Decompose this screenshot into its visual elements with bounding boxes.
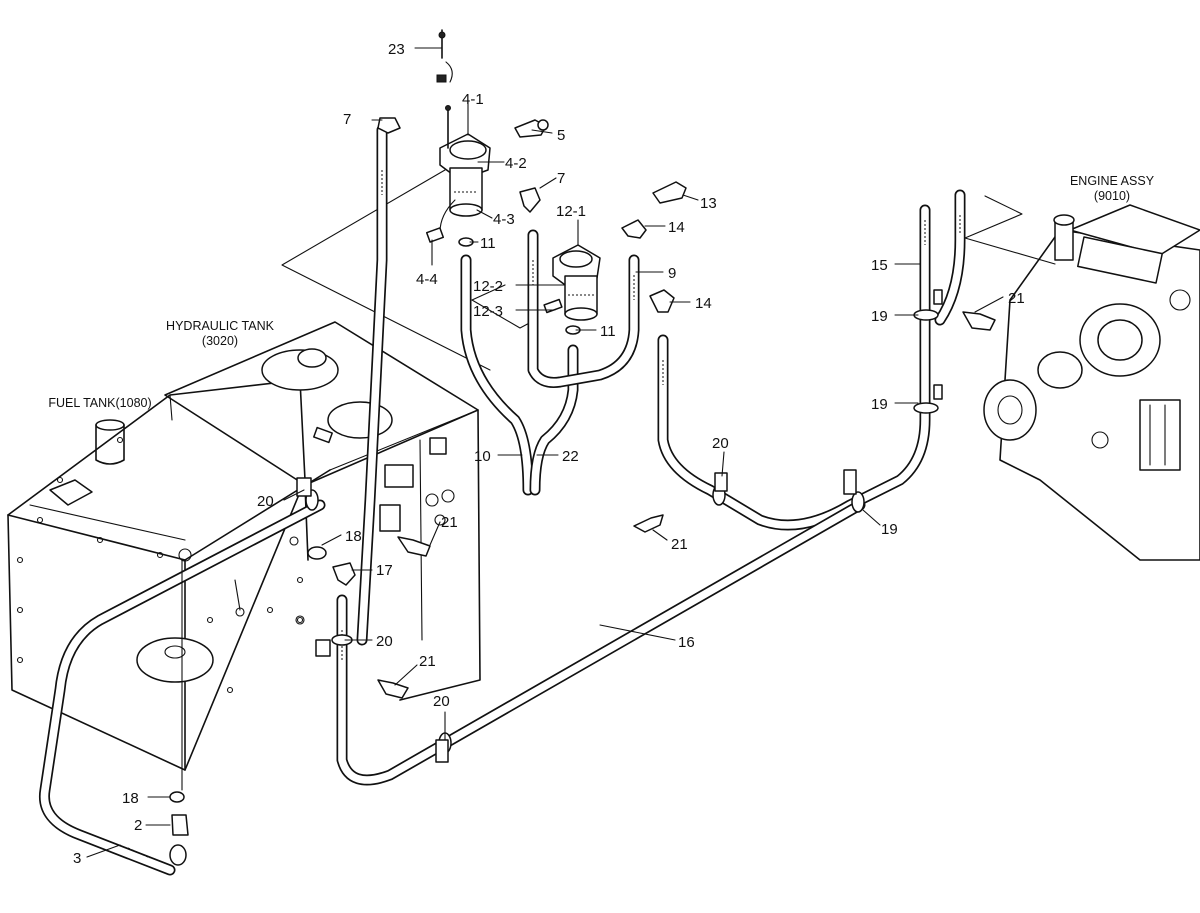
callout-22: 22 (562, 448, 579, 465)
callout-5: 5 (557, 127, 565, 144)
engine-leader-line (964, 195, 1056, 265)
callout-20-vertical: 20 (376, 633, 393, 650)
callout-23: 23 (388, 41, 405, 58)
callout-4-1: 4-1 (462, 91, 484, 108)
callout-19-upper: 19 (871, 308, 888, 325)
engine-assy-code: (9010) (1094, 189, 1130, 203)
callout-12-2: 12-2 (473, 278, 503, 295)
callout-2: 2 (134, 817, 142, 834)
callout-17: 17 (376, 562, 393, 579)
engine-assy (983, 204, 1200, 561)
pipe-22-feed (529, 344, 579, 496)
callout-19-bottom: 19 (881, 521, 898, 538)
engine-assy-label: ENGINE ASSY (1070, 174, 1155, 188)
callout-14-bottom: 14 (695, 295, 712, 312)
callout-12-3: 12-3 (473, 303, 503, 320)
callout-12-1: 12-1 (556, 203, 586, 220)
pipe-15-engine-return (934, 189, 966, 326)
callout-20-tank: 20 (257, 493, 274, 510)
callout-14-top: 14 (668, 219, 685, 236)
callout-7-mid: 7 (557, 170, 565, 187)
callout-11-top: 11 (480, 235, 496, 252)
callout-10: 10 (474, 448, 491, 465)
water-separator-12 (543, 244, 601, 321)
clamps (296, 289, 943, 763)
callout-21-engine: 21 (1008, 290, 1025, 307)
hose-from-filter-12 (527, 229, 640, 388)
callout-20-bottom: 20 (433, 693, 450, 710)
callout-18-upper: 18 (345, 528, 362, 545)
callout-20-right: 20 (712, 435, 729, 452)
callout-7-top: 7 (343, 111, 351, 128)
leader-lines (86, 47, 1004, 858)
hydraulic-tank-code: (3020) (202, 334, 238, 348)
callout-4-4: 4-4 (416, 271, 438, 288)
callout-4-3: 4-3 (493, 211, 515, 228)
fittings (169, 29, 996, 866)
callout-21-lower: 21 (419, 653, 436, 670)
callout-3: 3 (73, 850, 81, 867)
pipe-16-engine-feed (657, 204, 931, 531)
pipe-3-return (38, 499, 326, 876)
callout-19-lower: 19 (871, 396, 888, 413)
callout-21-tank: 21 (441, 514, 458, 531)
hydraulic-tank-label: HYDRAULIC TANK (166, 319, 275, 333)
callout-9: 9 (668, 265, 676, 282)
fuel-tank-body (7, 379, 331, 771)
callout-16: 16 (678, 634, 695, 651)
fuel-tank-label: FUEL TANK(1080) (48, 396, 151, 410)
callout-11-bottom: 11 (600, 323, 616, 340)
fuel-filter-4 (425, 105, 491, 243)
callout-18-lower: 18 (122, 790, 139, 807)
callout-4-2: 4-2 (505, 155, 527, 172)
callout-13: 13 (700, 195, 717, 212)
callouts: 23 4-1 7 5 4-2 7 13 12-1 14 4-3 11 9 4-4… (73, 41, 1025, 867)
pipe-10-suction (460, 254, 534, 496)
callout-21-center: 21 (671, 536, 688, 553)
callout-15: 15 (871, 257, 888, 274)
filter-bracket-outline (281, 169, 491, 371)
